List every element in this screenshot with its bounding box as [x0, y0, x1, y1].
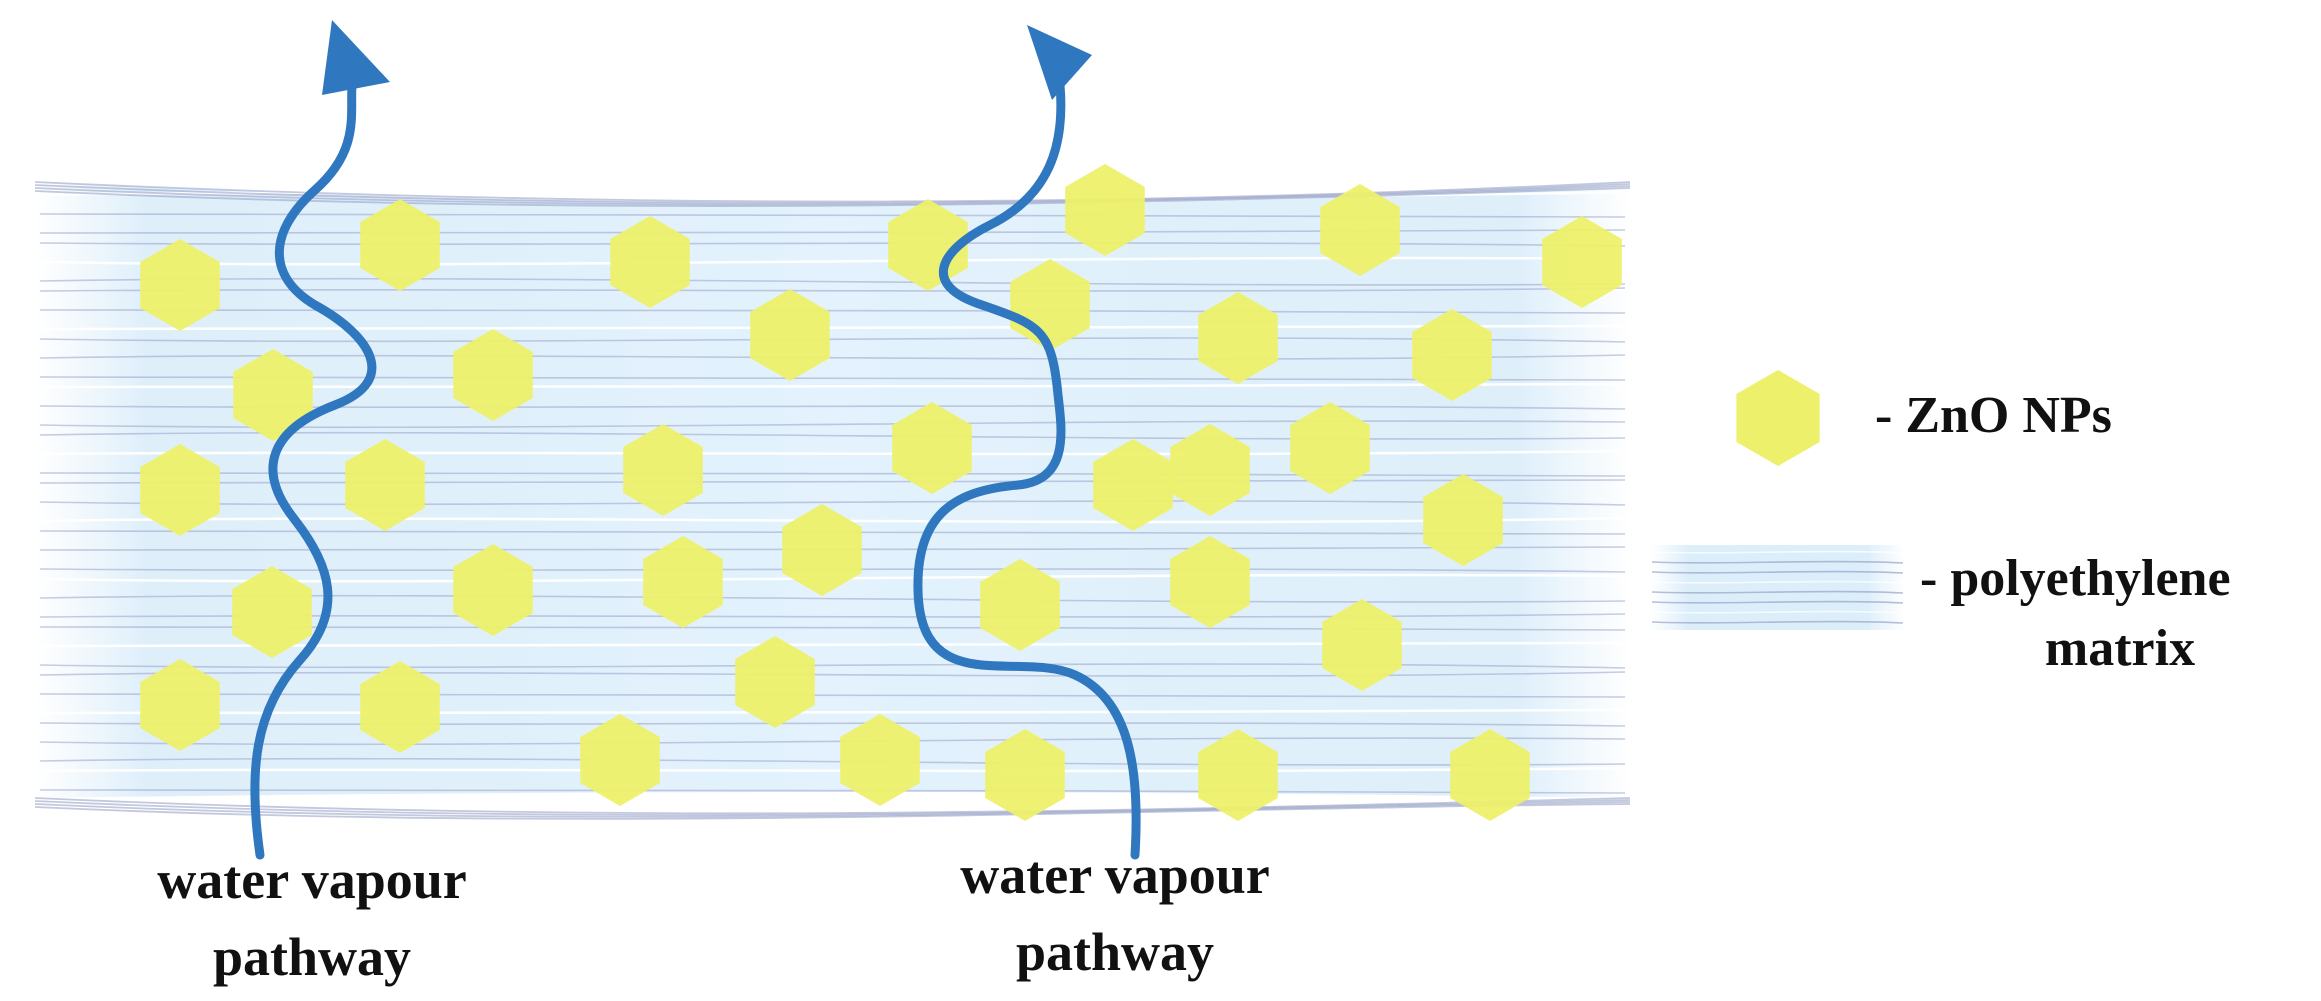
zno-nanoparticle [1412, 309, 1492, 401]
zno-nanoparticle [580, 714, 660, 806]
zno-nanoparticle [140, 444, 220, 536]
matrix-edge-fiber [34, 185, 1631, 206]
matrix-edge-fiber [34, 181, 1631, 203]
zno-nanoparticle [232, 566, 312, 658]
zno-nanoparticle [892, 402, 972, 494]
matrix-fiber [39, 277, 1626, 286]
zno-nanoparticle [985, 729, 1065, 821]
matrix-edge-fiber [34, 803, 1631, 820]
matrix-edge-fiber [34, 797, 1631, 815]
legend-matrix-fiber [1651, 610, 1904, 614]
zno-nanoparticle [980, 559, 1060, 651]
pathway-label-right: water vapour pathway [960, 845, 1269, 982]
pathway-label-left-line2: pathway [213, 927, 411, 987]
legend-matrix-fiber [1651, 580, 1904, 584]
pathway-label-left-line1: water vapour [157, 850, 466, 910]
water-vapour-pathways [250, 20, 1141, 860]
zno-nanoparticle [233, 349, 313, 441]
legend-nanoparticle-icon [1736, 370, 1820, 466]
arrowhead-left [322, 20, 390, 95]
legend-matrix-fiber [1651, 590, 1904, 594]
zno-nanoparticle [1542, 216, 1622, 308]
legend: - ZnO NPs - polyethylene matrix [1650, 370, 2231, 677]
legend-matrix-icon [1650, 545, 1905, 630]
zno-nanoparticle [1423, 474, 1503, 566]
zno-nanoparticle [453, 329, 533, 421]
legend-matrix-label-line2: matrix [2045, 620, 2195, 677]
zno-nanoparticle [1320, 184, 1400, 276]
zno-nanoparticle [1170, 536, 1250, 628]
pathway-arrow-right [913, 80, 1141, 860]
zno-nanoparticle [1170, 424, 1250, 516]
legend-matrix-fiber [1651, 560, 1904, 564]
zno-nanoparticle [1322, 599, 1402, 691]
legend-matrix-fiber [1651, 550, 1904, 554]
matrix-fiber [39, 722, 1626, 727]
polyethylene-matrix [34, 181, 1631, 820]
matrix-fiber [39, 708, 1626, 715]
zno-nanoparticle [623, 424, 703, 516]
matrix-fiber [39, 287, 1626, 292]
zno-nanoparticle [750, 289, 830, 381]
zno-nanoparticle [345, 439, 425, 531]
zno-nanoparticle [643, 536, 723, 628]
legend-matrix-fiber [1651, 600, 1904, 604]
matrix-fiber [39, 449, 1626, 456]
zno-nanoparticle [140, 659, 220, 751]
matrix-fiber [39, 472, 1626, 477]
matrix-fiber [39, 500, 1626, 506]
zno-nanoparticle [782, 504, 862, 596]
arrowhead-right [1027, 25, 1092, 100]
zno-nanoparticle [840, 714, 920, 806]
matrix-edge-fiber [34, 799, 1631, 816]
matrix-edge-fiber [34, 183, 1631, 204]
zno-nanoparticle [1290, 402, 1370, 494]
zno-nanoparticle [453, 544, 533, 636]
pathway-label-left: water vapour pathway [157, 850, 466, 987]
pathway-label-right-line1: water vapour [960, 845, 1269, 905]
legend-matrix-fiber [1651, 570, 1904, 574]
zno-nanoparticle [1093, 439, 1173, 531]
matrix-edge-fiber [34, 801, 1631, 818]
zno-nanoparticle [360, 199, 440, 291]
matrix-fiber [39, 431, 1626, 440]
pathway-label-right-line2: pathway [1016, 922, 1214, 982]
zno-nanoparticle [360, 661, 440, 753]
legend-matrix-label-line1: - polyethylene [1920, 550, 2231, 607]
matrix-edge-fiber [34, 187, 1631, 207]
legend-nanoparticle-label: - ZnO NPs [1875, 387, 2112, 444]
zno-nanoparticle [610, 216, 690, 308]
zno-nanoparticle [1198, 292, 1278, 384]
legend-matrix-fiber [1651, 620, 1904, 624]
zno-nanoparticles [140, 164, 1622, 821]
zno-nanoparticle [1065, 164, 1145, 256]
zno-nanoparticle [735, 636, 815, 728]
zno-nanoparticle [1450, 729, 1530, 821]
zno-nanoparticle [140, 239, 220, 331]
pathway-arrow-left [250, 80, 377, 860]
zno-nanoparticle [1198, 729, 1278, 821]
